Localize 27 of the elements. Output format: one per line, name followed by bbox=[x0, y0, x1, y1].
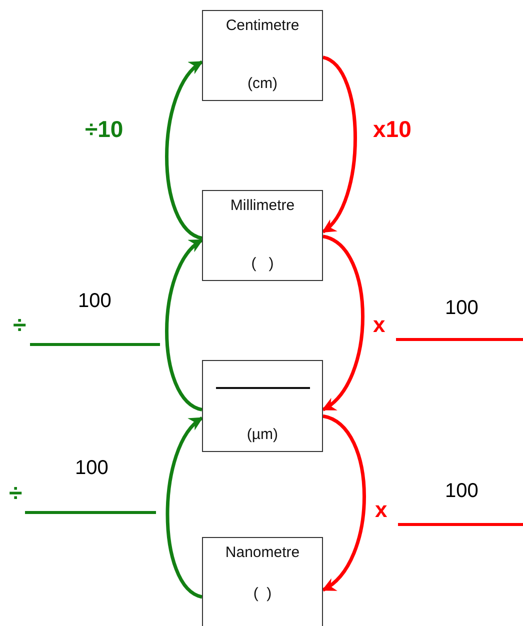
unit-name: Centimetre bbox=[226, 17, 300, 34]
curved-arrow bbox=[165, 238, 204, 412]
unit-box bbox=[202, 537, 323, 626]
unit-name: Nanometre bbox=[225, 544, 300, 561]
factor-number: 100 bbox=[75, 458, 108, 478]
operation-sign: ÷ bbox=[13, 314, 26, 338]
curved-arrow bbox=[322, 414, 366, 592]
factor-number: 100 bbox=[445, 481, 478, 501]
curved-arrow bbox=[166, 416, 204, 599]
unit-box bbox=[202, 360, 323, 452]
operation-sign: x bbox=[373, 314, 386, 336]
unit-symbol: ( ) bbox=[253, 585, 272, 602]
unit-box bbox=[202, 10, 323, 101]
curved-arrow bbox=[322, 234, 364, 412]
unit-symbol: ( ) bbox=[251, 255, 274, 272]
unit-name: Millimetre bbox=[230, 197, 295, 214]
edge-label: ÷10 bbox=[85, 118, 124, 141]
curved-arrow bbox=[165, 60, 204, 240]
edge-label: x10 bbox=[373, 118, 412, 141]
unit-symbol: (cm) bbox=[248, 75, 278, 92]
factor-number: 100 bbox=[445, 298, 478, 318]
curved-arrow bbox=[322, 56, 357, 234]
unit-symbol: (µm) bbox=[246, 426, 278, 443]
operation-sign: x bbox=[375, 499, 388, 521]
unit-box bbox=[202, 190, 323, 281]
operation-sign: ÷ bbox=[9, 482, 22, 506]
factor-number: 100 bbox=[78, 291, 112, 311]
